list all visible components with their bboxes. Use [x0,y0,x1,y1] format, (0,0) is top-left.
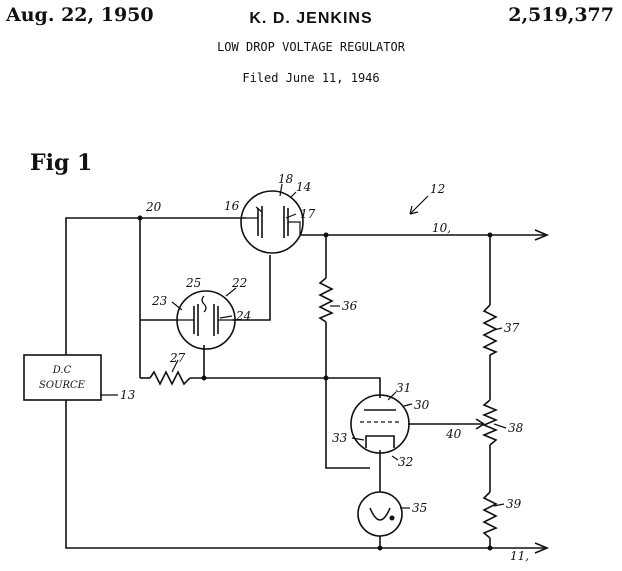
ref-20: 20 [145,200,162,214]
ref-12: 12 [430,182,445,196]
ref-32: 32 [398,455,413,469]
figure-label: Fig 1 [30,150,92,176]
tube-14 [241,191,303,253]
ref-39: 39 [506,497,522,511]
resistor-39 [484,492,496,538]
ref-40: 40 [445,427,462,441]
ref-24: 24 [235,309,251,323]
ref-30: 30 [414,398,430,412]
ref-38: 38 [508,421,524,435]
ref-18: 18 [278,172,294,186]
resistor-27 [150,372,190,384]
resistor-36 [320,278,332,322]
wiring [66,218,545,548]
arrow-12 [410,196,428,214]
dc-source: D.C SOURCE [24,355,101,400]
ref-14: 14 [296,180,311,194]
ref-36: 36 [342,299,358,313]
potentiometer-38 [476,400,496,445]
ref-33: 33 [332,431,348,445]
svg-text:D.C: D.C [52,365,72,376]
ref-16: 16 [224,199,240,213]
ref-22: 22 [231,276,247,290]
tube-35 [358,492,402,536]
ref-37: 37 [504,321,520,335]
ref-11: 11, [510,549,529,563]
ref-25: 25 [185,276,201,290]
ref-31: 31 [396,381,411,395]
ref-35: 35 [412,501,427,515]
ref-10: 10, [432,221,451,235]
tube-30 [351,395,409,453]
ref-17: 17 [300,207,316,221]
svg-text:SOURCE: SOURCE [39,380,86,391]
junction-dots [138,216,493,551]
tube-22 [177,291,235,349]
ref-23: 23 [151,294,168,308]
ref-27: 27 [169,351,186,365]
ref-13: 13 [120,388,136,402]
